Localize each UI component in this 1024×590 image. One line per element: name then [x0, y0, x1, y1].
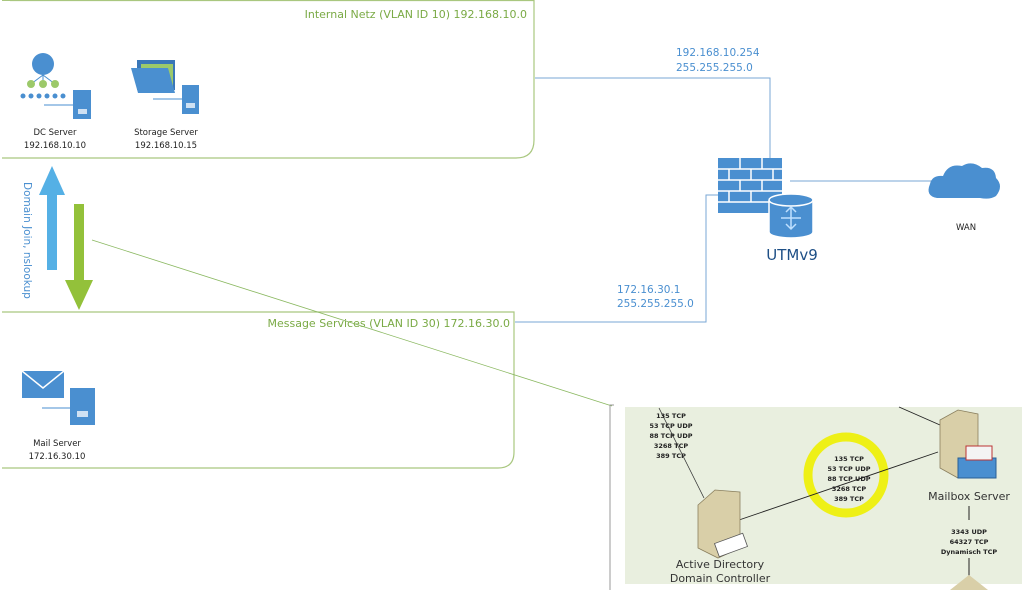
arrow-down-icon: [65, 204, 93, 310]
arrow-up-icon: [39, 166, 65, 270]
utm-message-mask: 255.255.255.0: [617, 298, 694, 310]
port-label: 64327 TCP: [950, 538, 989, 546]
internal-net-title: Internal Netz (VLAN ID 10) 192.168.10.0: [305, 8, 527, 21]
utm-name: UTMv9: [766, 246, 818, 264]
message-link: [515, 194, 718, 323]
message-net-box: [2, 311, 515, 469]
port-label: 135 TCP: [834, 455, 864, 463]
port-label: 88 TCP UDP: [650, 432, 693, 440]
ad-label-line1: Active Directory: [676, 558, 765, 571]
dc-server-icon: [20, 53, 91, 119]
dc-server-name: DC Server: [33, 128, 77, 138]
mailbox-server-label: Mailbox Server: [928, 490, 1010, 503]
ports-bottom: 3343 UDP 64327 TCP Dynamisch TCP: [941, 528, 997, 556]
mail-server-name: Mail Server: [33, 439, 81, 449]
wan-cloud-icon: [928, 163, 1000, 199]
message-net-title: Message Services (VLAN ID 30) 172.16.30.…: [267, 317, 510, 330]
dc-server-ip: 192.168.10.10: [24, 141, 86, 151]
ad-label-line2: Domain Controller: [670, 572, 771, 585]
port-label: 389 TCP: [834, 495, 864, 503]
port-label: 135 TCP: [656, 412, 686, 420]
utm-internal-mask: 255.255.255.0: [676, 62, 753, 74]
arrows-label: Domain Join, nslookup: [21, 182, 33, 299]
port-label: 53 TCP UDP: [650, 422, 693, 430]
ad-server-icon: [697, 489, 749, 559]
mailbox-server-icon: [939, 409, 997, 479]
internal-net-box: [2, 0, 535, 159]
highlight-circle: [803, 432, 889, 518]
storage-server-ip: 192.168.10.15: [135, 141, 197, 151]
inset-bracket: [609, 404, 614, 590]
port-label: 88 TCP UDP: [828, 475, 871, 483]
storage-server-icon: [131, 60, 199, 114]
mail-server-ip: 172.16.30.10: [29, 452, 86, 462]
port-label: 3268 TCP: [654, 442, 689, 450]
port-label: 3343 UDP: [951, 528, 987, 536]
internal-link: [535, 77, 771, 160]
utm-message-ip: 172.16.30.1: [617, 284, 680, 296]
storage-server-name: Storage Server: [134, 128, 198, 138]
router-database-icon: [768, 193, 814, 239]
wan-label: WAN: [956, 223, 976, 233]
port-label: 53 TCP UDP: [828, 465, 871, 473]
ports-middle: 135 TCP 53 TCP UDP 88 TCP UDP 3268 TCP 3…: [828, 455, 871, 503]
port-label: 389 TCP: [656, 452, 686, 460]
inset-ports-diagram: [625, 406, 1022, 590]
ports-top: 135 TCP 53 TCP UDP 88 TCP UDP 3268 TCP 3…: [650, 412, 693, 460]
utm-internal-ip: 192.168.10.254: [676, 47, 760, 59]
port-label: 3268 TCP: [832, 485, 867, 493]
callout-line: [91, 239, 613, 407]
port-label: Dynamisch TCP: [941, 548, 997, 556]
mail-server-icon: [21, 370, 95, 425]
